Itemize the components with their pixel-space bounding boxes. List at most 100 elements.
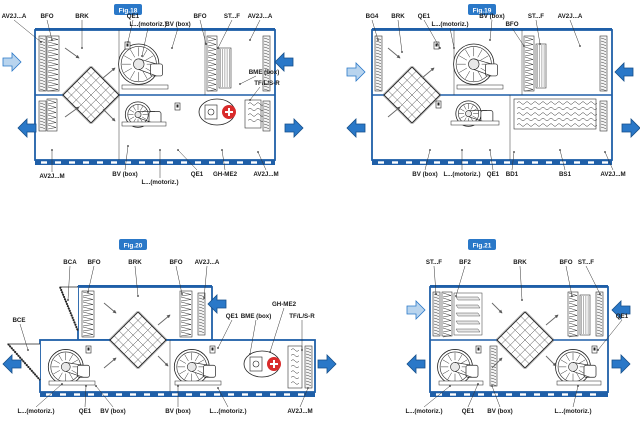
damper-blade [263,117,270,120]
filter-fold [207,81,217,87]
damper-blade [433,293,440,296]
filter-fold [47,109,57,115]
leader-dot [61,383,63,385]
fan-blade [465,49,470,58]
filter-fold [180,301,192,307]
bottom-label: BV (box) [412,171,437,178]
base-slot [74,393,80,396]
leader-dot [239,83,241,85]
leader-line [199,19,207,45]
recovery-plate [138,340,167,369]
damper-blade [433,317,440,320]
fan-hub [134,111,142,118]
recovery-plate [76,80,106,110]
damper-blade [263,79,270,82]
recovery-plate [133,316,162,345]
damper-blade [263,123,270,126]
damper-blade [263,58,270,61]
recovery-plate [496,340,525,369]
bottom-label: BV (box) [112,171,137,178]
recovery-plate [412,66,441,95]
leader-dot [203,297,205,299]
base-slot [265,161,271,164]
damper-blade [490,371,497,374]
filter-fold [180,306,192,312]
silencer-baffle [516,112,598,116]
internal-flow-arrow [64,47,80,59]
leader-dot [51,149,53,151]
recovery-plate [383,66,412,95]
damper-blade [263,114,270,117]
leader-line [217,19,233,49]
damper-blade [198,312,205,315]
fan-blade [129,116,135,120]
side-label: TF/L/S-R [254,80,280,87]
damper-blade [39,73,46,76]
damper [599,35,608,92]
switch-lever [477,347,480,351]
filter-fold [524,86,534,92]
damper-blade [375,82,382,85]
damper-blade [600,105,607,108]
base-slot [478,393,484,396]
damper-blade [375,70,382,73]
damper-blade [596,329,603,332]
filter-fold [180,291,192,297]
leader-dot [217,47,219,49]
damper-blade [600,61,607,64]
damper-blade [305,347,312,350]
side-label: BME (box) [241,313,272,320]
fan-blade [460,359,468,364]
leader-dot [571,295,573,297]
base-slot [158,393,164,396]
damper-blade [39,67,46,70]
leader-dot [85,385,87,387]
leader-dot [181,293,183,295]
internal-flow-arrow [491,357,503,369]
leader-dot [491,385,493,387]
fan-blade [124,67,132,73]
filter-fold [524,81,534,87]
figure-badge [119,239,147,250]
fan-blade [560,359,568,364]
damper-blade [600,73,607,76]
leader-dot [477,383,479,385]
damper-blade [198,324,205,327]
bottom-label: AV2J...M [253,171,278,178]
recovery-plate [128,330,158,360]
supply-air-out-arrow [621,118,640,138]
base-slot [88,393,94,396]
fan-base [556,380,602,386]
switch-lever [435,43,438,47]
base-slot [506,393,512,396]
damper-blade [39,88,46,91]
damper-blade [375,40,382,43]
leader-line [397,19,403,53]
base-slot [186,393,192,396]
damper-blade [39,58,46,61]
base-slot [392,161,398,164]
fan-base [456,84,504,90]
bag-filter-pocket [455,296,481,301]
top-label: BF2 [459,259,471,266]
leader-dot [95,385,97,387]
damper-blade [490,359,497,362]
leader-line [87,265,95,293]
fan-blade [197,359,205,364]
fan-blade [447,372,452,380]
side-label: BCE [12,317,25,324]
leader-dot [453,47,455,49]
fan-blade [465,70,470,79]
outdoor-air-in-arrow [346,62,366,82]
silencer [287,345,303,389]
damper-blade [433,320,440,323]
burner-box [204,104,218,120]
fan-blade [458,372,463,380]
damper-blade [600,67,607,70]
damper-blade [263,40,270,43]
damper-blade [433,302,440,305]
leader-dot [461,149,463,151]
leader-line [249,319,257,355]
leader-dot [579,45,581,47]
